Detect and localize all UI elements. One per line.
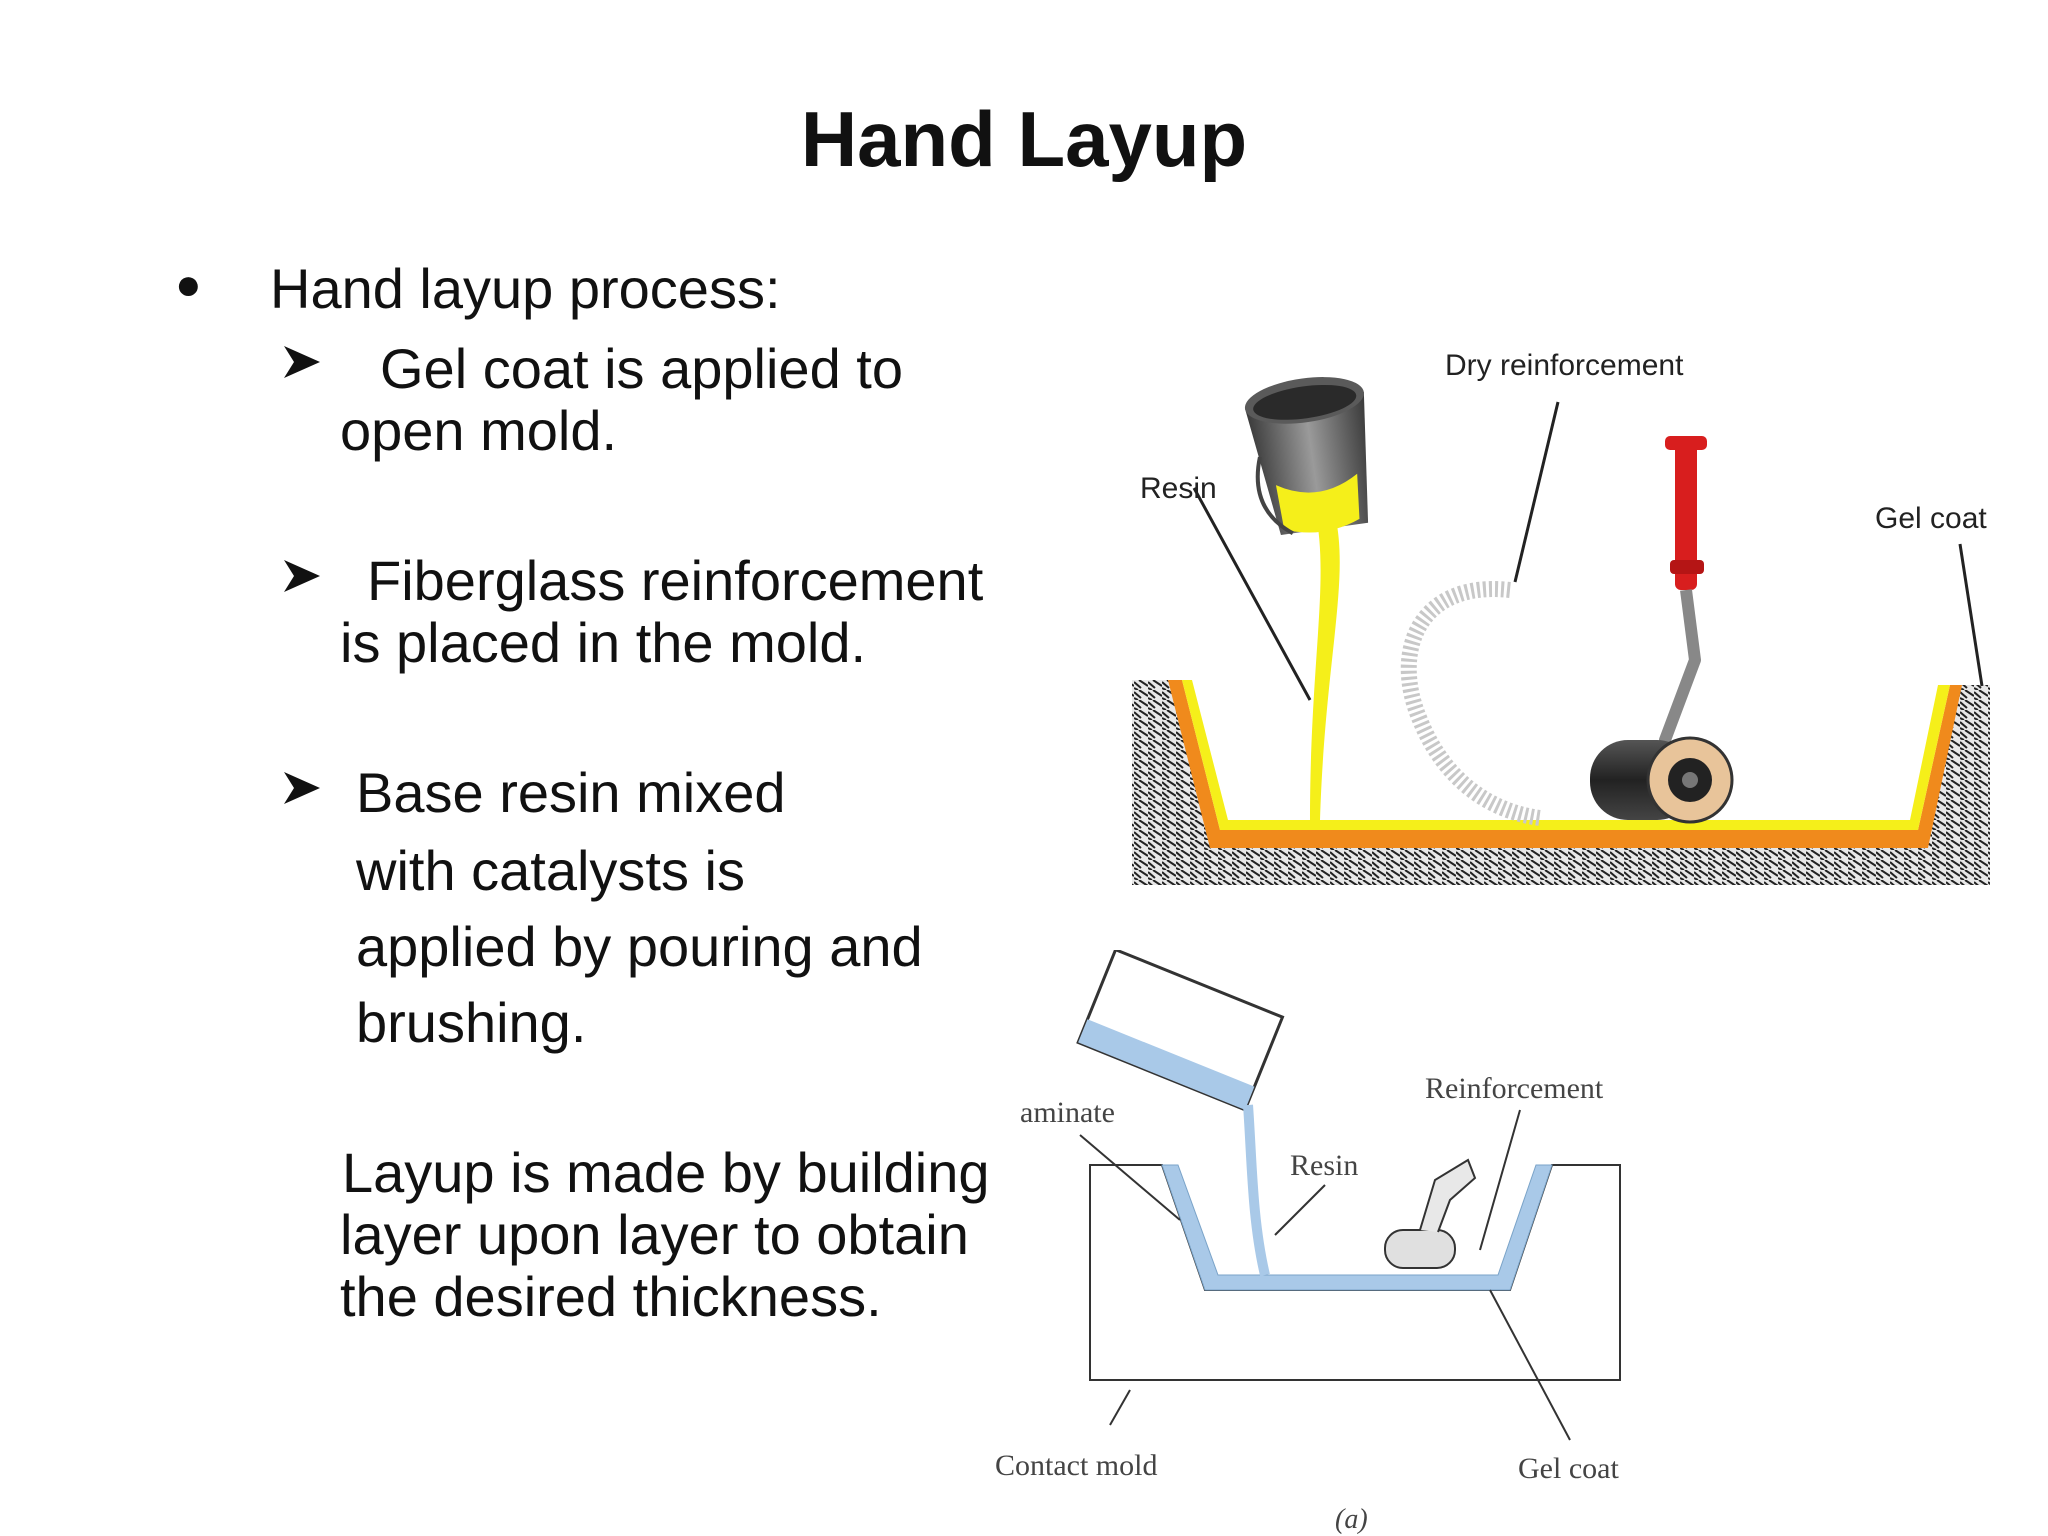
mold-body [1132, 680, 1990, 885]
main-bullet-text: Hand layup process: [270, 257, 781, 320]
laminate-layer [1161, 1164, 1553, 1291]
bullet-dot-icon: ● [175, 260, 202, 309]
label-resin: Resin [1140, 472, 1217, 505]
arrowhead-bullet-icon [284, 772, 320, 804]
roller-tool [1384, 1158, 1477, 1269]
resin-beaker [1076, 950, 1285, 1112]
roller-handle [1675, 440, 1697, 590]
label-gel-coat-bottom: Gel coat [1518, 1452, 1619, 1485]
resin-layer [1182, 680, 1950, 830]
dry-reinforcement-fabric [1400, 581, 1542, 826]
sub-bullet-1-line1: Gel coat is applied to [380, 337, 903, 400]
resin-stream-bottom [1243, 1104, 1270, 1277]
resin-stream [1310, 510, 1340, 820]
paragraph-line2: layer upon layer to obtain [340, 1203, 969, 1266]
paragraph-line1: Layup is made by building [342, 1141, 990, 1204]
sub-bullet-1-line2: open mold. [340, 399, 618, 462]
label-contact-mold: Contact mold [995, 1449, 1157, 1482]
figure-caption: (a) [1335, 1504, 1368, 1535]
label-laminate: aminate [1020, 1096, 1115, 1129]
sub-bullet-2-line1: Fiberglass reinforcement [367, 549, 984, 612]
sub-bullet-3-line1: Base resin mixed [356, 761, 786, 824]
sub-bullet-3-line4: brushing. [356, 991, 587, 1054]
hand-layup-illustration: Resin Dry reinforcement Gel coat [1132, 349, 1990, 885]
label-gel-coat: Gel coat [1875, 502, 1987, 535]
resin-bucket [1244, 377, 1369, 536]
sub-bullet-3-line2: with catalysts is [356, 839, 745, 902]
label-resin-bottom: Resin [1290, 1149, 1358, 1182]
arrowhead-bullet-icon [284, 346, 320, 378]
slide-title: Hand Layup [800, 95, 1248, 183]
arrowhead-bullet-icon [284, 560, 320, 592]
label-dry-reinforcement: Dry reinforcement [1445, 349, 1684, 382]
sub-bullet-2-line2: is placed in the mold. [340, 611, 867, 674]
sub-bullet-3-line3: applied by pouring and [356, 915, 923, 978]
contact-mold-diagram: aminate Reinforcement Resin Contact mold… [995, 950, 1621, 1535]
paragraph-line3: the desired thickness. [340, 1265, 882, 1328]
label-reinforcement: Reinforcement [1425, 1072, 1604, 1105]
gel-coat-layer [1168, 680, 1962, 848]
